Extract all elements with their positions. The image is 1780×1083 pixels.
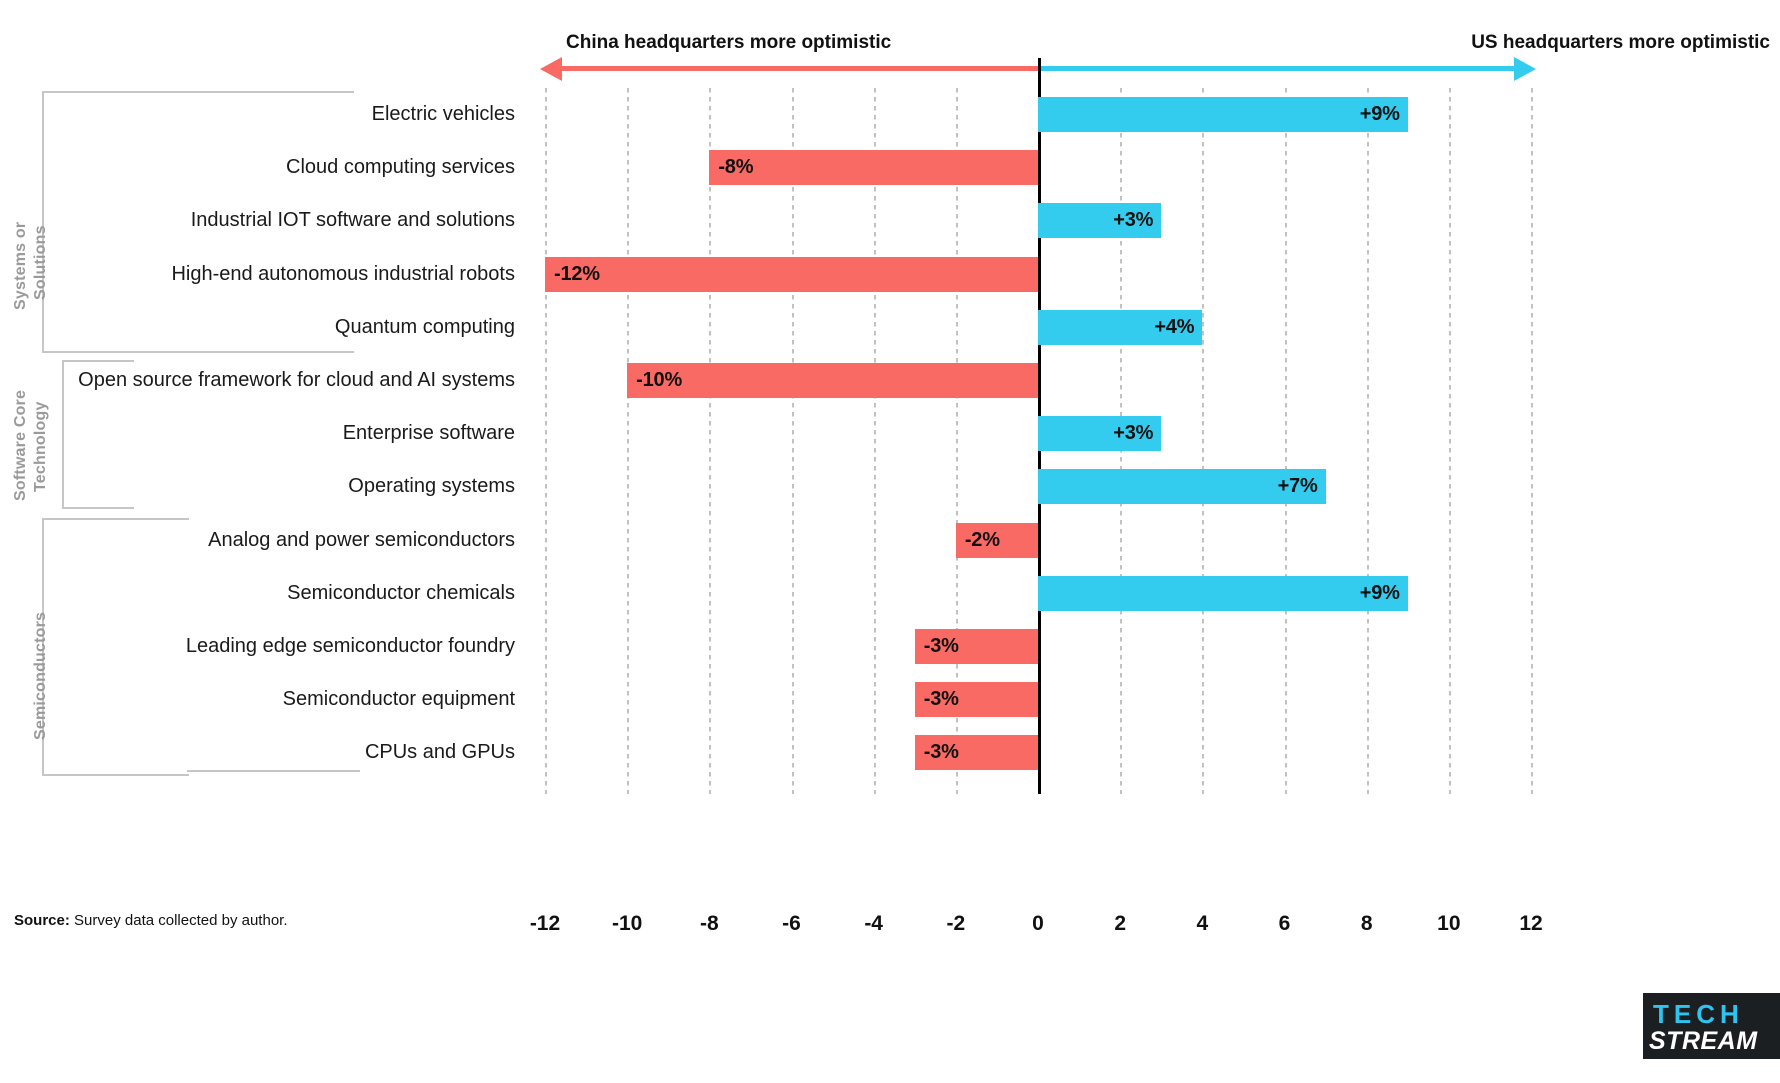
- gridline: [873, 88, 876, 794]
- bar-value-label: -3%: [923, 741, 959, 764]
- bar-row[interactable]: +3%: [545, 407, 1531, 460]
- source-prefix: Source:: [14, 912, 70, 929]
- bar-row[interactable]: +4%: [545, 301, 1531, 354]
- gridline: [1366, 88, 1369, 794]
- bar-positive[interactable]: [1038, 416, 1162, 452]
- us-arrow-line: [1038, 66, 1516, 71]
- bar-row[interactable]: +9%: [545, 88, 1531, 141]
- bar-row[interactable]: +9%: [545, 567, 1531, 620]
- category-label: Analog and power semiconductors: [208, 528, 515, 551]
- bar-negative[interactable]: [545, 256, 1038, 292]
- category-label: Operating systems: [348, 475, 515, 498]
- bar-value-label: +3%: [1113, 422, 1154, 445]
- chart-plot-area: +9% -8% +3% -12% +4% -10% +3% +7% -2% +9% -3% -3% -3…: [545, 58, 1533, 794]
- bar-positive[interactable]: [1038, 97, 1408, 132]
- x-tick-label: 0: [1032, 912, 1044, 935]
- bar-value-label: -8%: [718, 156, 754, 179]
- bar-negative[interactable]: [914, 682, 1038, 718]
- bar-negative[interactable]: [955, 522, 1038, 558]
- category-label: Enterprise software: [342, 422, 515, 445]
- x-tick-label: -4: [864, 912, 883, 935]
- gridline: [1448, 88, 1451, 794]
- gridline: [709, 88, 712, 794]
- x-tick-label: 10: [1437, 912, 1461, 935]
- category-label: CPUs and GPUs: [364, 741, 515, 764]
- bar-negative[interactable]: [709, 150, 1038, 186]
- logo-stream-text: STREAM: [1649, 1027, 1758, 1055]
- bar-value-label: +9%: [1359, 581, 1400, 604]
- bar-value-label: +7%: [1277, 475, 1318, 498]
- x-tick-label: -2: [946, 912, 966, 935]
- us-optimistic-note: US headquarters more optimistic: [1471, 32, 1770, 53]
- gridline: [955, 88, 958, 794]
- us-arrow-head-icon: [1514, 57, 1536, 81]
- china-arrow-line: [560, 66, 1038, 71]
- x-tick-label: -10: [611, 912, 643, 935]
- category-label: Leading edge semiconductor foundry: [185, 635, 515, 657]
- bar-value-label: -12%: [554, 262, 600, 285]
- x-tick-label: -8: [699, 912, 719, 935]
- x-tick-label: -12: [529, 912, 561, 935]
- bracket-systems-or-solutions: [42, 91, 354, 353]
- x-tick-label: 6: [1278, 912, 1291, 935]
- bar-value-label: -3%: [923, 635, 959, 657]
- china-arrow-head-icon: [540, 57, 562, 81]
- techstream-logo: TECH STREAM: [1643, 993, 1780, 1059]
- bracket-software-core-technology: [62, 360, 134, 509]
- bar-value-label: -2%: [964, 528, 1000, 551]
- x-tick-label: 8: [1360, 912, 1373, 935]
- bar-row[interactable]: -12%: [545, 248, 1531, 301]
- bar-row[interactable]: -2%: [545, 514, 1531, 567]
- bracket-semiconductors-bottom-extend: [187, 770, 360, 772]
- category-label: Open source framework for cloud and AI s…: [78, 369, 515, 391]
- bar-positive[interactable]: [1038, 575, 1408, 611]
- china-optimistic-note: China headquarters more optimistic: [566, 32, 892, 53]
- bar-positive[interactable]: [1038, 469, 1326, 505]
- bar-row[interactable]: -3%: [545, 673, 1531, 726]
- bar-negative[interactable]: [914, 735, 1038, 771]
- gridline: [627, 88, 630, 794]
- bar-value-label: -10%: [636, 369, 683, 391]
- gridline: [1531, 88, 1533, 794]
- category-label: Semiconductor equipment: [282, 688, 515, 711]
- category-label: Semiconductor chemicals: [287, 581, 515, 604]
- gridline: [1202, 88, 1205, 794]
- category-label: High-end autonomous industrial robots: [171, 262, 515, 285]
- category-label: Quantum computing: [334, 315, 515, 338]
- bar-value-label: +3%: [1113, 209, 1154, 232]
- bar-value-label: +9%: [1359, 103, 1400, 125]
- bar-negative[interactable]: [627, 363, 1038, 398]
- logo-tech-text: TECH: [1653, 999, 1744, 1029]
- bar-row[interactable]: -10%: [545, 354, 1531, 407]
- bar-row[interactable]: -3%: [545, 726, 1531, 779]
- gridline: [791, 88, 794, 794]
- x-tick-label: 12: [1519, 912, 1543, 935]
- gridline: [545, 88, 547, 794]
- source-text: Survey data collected by author.: [69, 912, 288, 929]
- bar-positive[interactable]: [1038, 203, 1162, 239]
- bar-row[interactable]: +3%: [545, 194, 1531, 247]
- bar-negative[interactable]: [914, 629, 1038, 664]
- bar-value-label: +4%: [1154, 315, 1195, 338]
- gridline: [1284, 88, 1287, 794]
- bar-row[interactable]: +7%: [545, 460, 1531, 513]
- bracket-semiconductors: [42, 518, 189, 776]
- bar-value-label: -3%: [923, 688, 959, 711]
- source-note: Source: Survey data collected by author.: [14, 912, 288, 929]
- bar-positive[interactable]: [1038, 309, 1203, 345]
- category-label: Cloud computing services: [286, 156, 515, 179]
- x-tick-label: -6: [782, 912, 801, 935]
- bar-row[interactable]: -8%: [545, 141, 1531, 194]
- bar-row[interactable]: -3%: [545, 620, 1531, 673]
- x-tick-label: 4: [1196, 912, 1209, 935]
- category-label: Industrial IOT software and solutions: [190, 209, 515, 232]
- x-tick-label: 2: [1114, 912, 1126, 935]
- category-label: Electric vehicles: [371, 103, 515, 125]
